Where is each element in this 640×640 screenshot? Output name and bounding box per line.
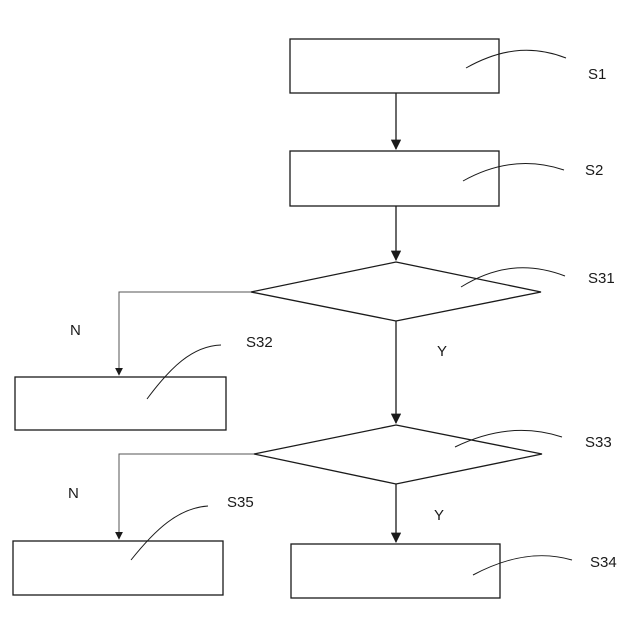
ref-label-s33: S33 xyxy=(585,434,612,451)
ref-label-s35: S35 xyxy=(227,494,254,511)
node-s1 xyxy=(290,39,499,93)
ref-label-s32: S32 xyxy=(246,334,273,351)
edge-s31-s32 xyxy=(119,292,251,375)
node-s32 xyxy=(15,377,226,430)
edge-label-s31-s33: Y xyxy=(437,343,447,360)
node-s34 xyxy=(291,544,500,598)
ref-label-s34: S34 xyxy=(590,554,617,571)
edge-label-s33-s34: Y xyxy=(434,507,444,524)
ref-label-s2: S2 xyxy=(585,162,603,179)
ref-label-s1: S1 xyxy=(588,66,606,83)
node-s35 xyxy=(13,541,223,595)
edge-label-s31-s32: N xyxy=(70,322,81,339)
ref-label-s31: S31 xyxy=(588,270,615,287)
node-s33 xyxy=(254,425,542,484)
edge-label-s33-s35: N xyxy=(68,485,79,502)
